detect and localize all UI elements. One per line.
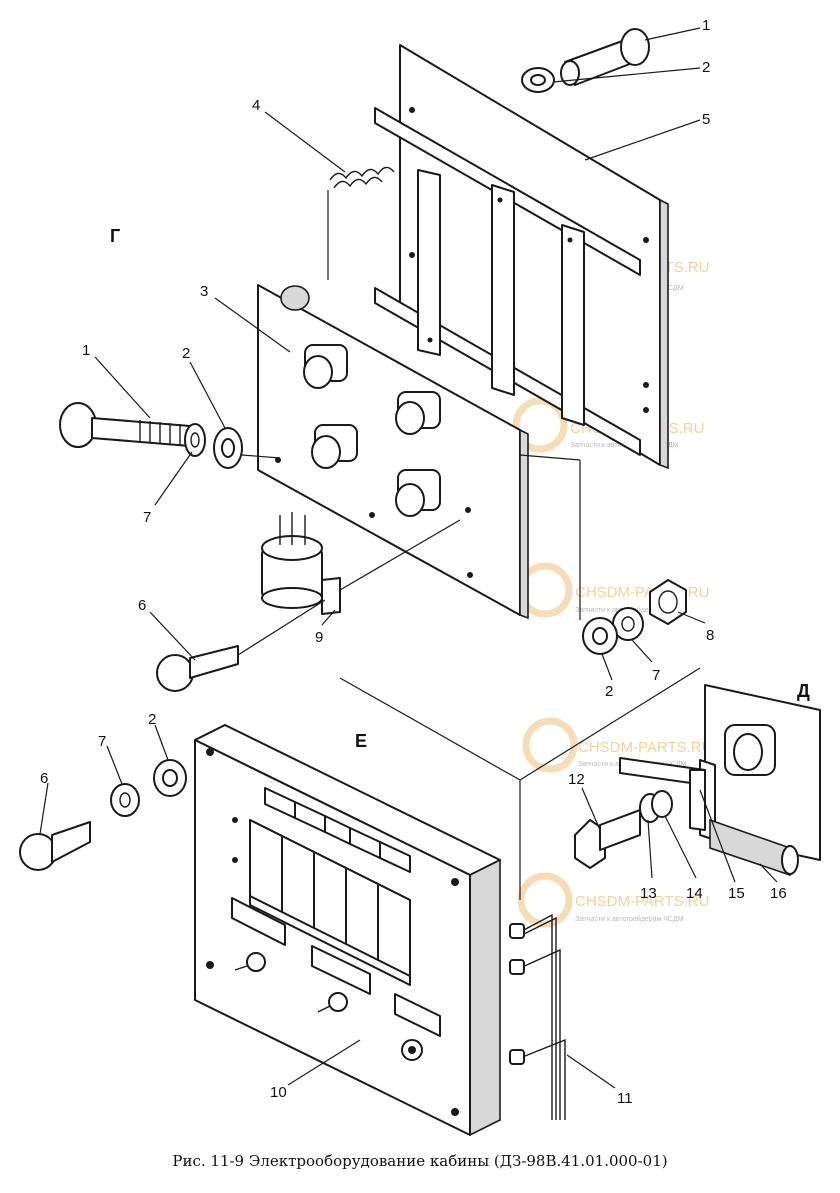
callout-7-bottom: 7 — [98, 733, 106, 750]
boss-4 — [395, 469, 441, 517]
bolt-12 — [574, 809, 641, 869]
washer-2-top — [521, 67, 555, 93]
callout-12: 12 — [568, 771, 585, 788]
boss-2 — [395, 391, 441, 435]
callout-13: 13 — [640, 885, 657, 902]
washer-2-left — [213, 427, 243, 469]
cross-bars — [374, 107, 641, 456]
mounting-plate-3 — [257, 284, 529, 620]
callout-6-bottom: 6 — [40, 770, 48, 787]
callout-8: 8 — [706, 627, 714, 644]
nut-8 — [649, 579, 687, 625]
svg-text:CHSDM-PARTS.RU: CHSDM-PARTS.RU — [578, 739, 712, 756]
lock-washer-7-bottom — [110, 783, 140, 817]
figure-caption: Рис. 11-9 Электрооборудование кабины (ДЗ… — [172, 1152, 668, 1170]
washer-2-right — [582, 617, 618, 655]
svg-text:CHSDM-PARTS.RU: CHSDM-PARTS.RU — [575, 893, 709, 910]
callout-10: 10 — [270, 1084, 287, 1101]
callout-5: 5 — [702, 111, 710, 128]
callout-1-top: 1 — [702, 17, 710, 34]
callout-6-mid: 6 — [138, 597, 146, 614]
relay-9 — [261, 512, 461, 615]
view-letter-e: Е — [355, 731, 367, 751]
bolt-6-mid — [156, 599, 326, 692]
callout-11: 11 — [617, 1090, 633, 1107]
callout-2-right: 2 — [605, 683, 613, 700]
strap-15 — [619, 757, 706, 831]
callout-4: 4 — [252, 97, 260, 114]
knob-3 — [401, 1039, 423, 1061]
svg-text:Запчасти к автогрейдерам ЧСДМ: Запчасти к автогрейдерам ЧСДМ — [575, 915, 684, 923]
bolt-1-top — [560, 28, 650, 86]
tube-16 — [709, 818, 799, 877]
callout-leaders — [39, 27, 778, 1089]
bolt-1-left — [59, 402, 191, 448]
bolt-6-bottom — [19, 821, 91, 871]
svg-text:CHSDM-PARTS.RU: CHSDM-PARTS.RU — [575, 584, 709, 601]
callout-1-left: 1 — [82, 342, 90, 359]
boss-1 — [303, 344, 348, 389]
callout-2-bottom: 2 — [148, 711, 156, 728]
view-letter-d: Д — [797, 681, 810, 701]
callout-9: 9 — [315, 629, 323, 646]
wire-harness-11 — [509, 913, 566, 1120]
callout-14: 14 — [686, 885, 703, 902]
callout-7-right: 7 — [652, 667, 660, 684]
rocker-switch-row — [249, 819, 411, 986]
knob-2 — [317, 992, 348, 1013]
washer-13-14 — [639, 790, 673, 823]
callout-2-top: 2 — [702, 59, 710, 76]
callout-7-left: 7 — [143, 509, 151, 526]
callout-15: 15 — [728, 885, 745, 902]
control-panel-10 — [194, 724, 501, 1137]
lock-washer-7-left — [184, 423, 206, 457]
callout-3: 3 — [200, 283, 208, 300]
boss-3 — [311, 424, 358, 469]
knob-1 — [234, 952, 266, 972]
washer-2-bottom — [153, 759, 187, 797]
callout-2-left: 2 — [182, 345, 190, 362]
back-plate-5 — [399, 44, 669, 470]
view-letter-g: Г — [110, 226, 120, 246]
spring-4 — [327, 166, 395, 280]
callout-16: 16 — [770, 885, 787, 902]
